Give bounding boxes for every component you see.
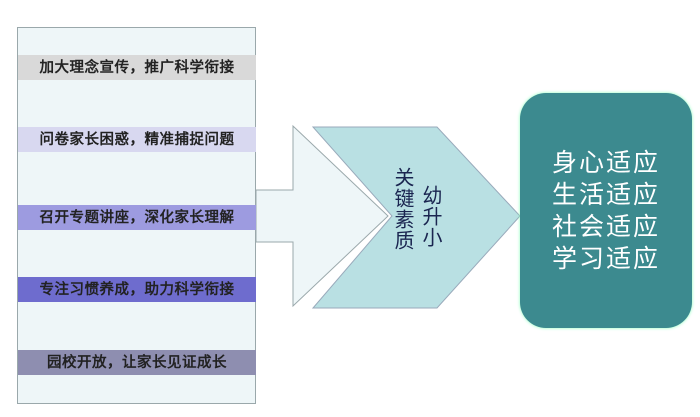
step-2: 问卷家长困惑，精准捕捉问题 xyxy=(18,127,256,152)
outcomes-box: 身心适应 生活适应 社会适应 学习适应 xyxy=(520,93,692,328)
step-1: 加大理念宣传，推广科学衔接 xyxy=(18,55,256,80)
outcome-3: 社会适应 xyxy=(551,211,660,241)
big-arrow xyxy=(255,124,389,308)
step-3: 召开专题讲座，深化家长理解 xyxy=(18,205,256,230)
step-4: 专注习惯养成，助力科学衔接 xyxy=(18,277,256,302)
outcome-1: 身心适应 xyxy=(551,147,660,177)
step-5: 园校开放，让家长见证成长 xyxy=(18,350,256,375)
outcome-2: 生活适应 xyxy=(551,179,660,209)
chevron-line-1: 幼升小 xyxy=(419,185,443,248)
chevron-shape xyxy=(311,126,521,309)
chevron-line-2: 关键素质 xyxy=(391,167,415,251)
outcome-4: 学习适应 xyxy=(551,243,660,273)
